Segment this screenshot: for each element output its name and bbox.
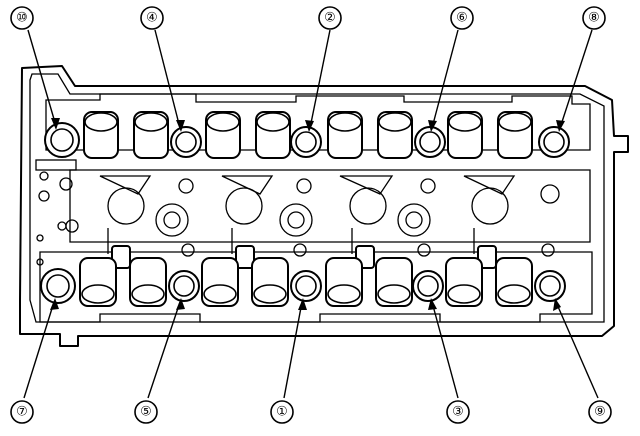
head-bolt-8: [538, 126, 570, 158]
lifter: [327, 111, 363, 159]
lifter: [83, 111, 119, 159]
head-bolt-6: [414, 126, 446, 158]
callout-10: ⑩: [10, 6, 34, 30]
lifter: [447, 111, 483, 159]
head-bolt-5: [168, 270, 200, 302]
lower-deck: [39, 251, 593, 323]
lifter: [255, 111, 291, 159]
callout-2: ②: [318, 6, 342, 30]
callouts-bottom: ⑦ ⑤ ① ③ ⑨: [10, 400, 612, 424]
leader-lines: [23, 29, 599, 399]
callout-6: ⑥: [450, 6, 474, 30]
head-bolt-1: [290, 270, 322, 302]
lifter: [201, 257, 239, 307]
cylinder-head-outline: [19, 65, 629, 347]
lifter: [251, 257, 289, 307]
svg-text:②: ②: [324, 11, 336, 26]
svg-text:⑧: ⑧: [588, 11, 600, 26]
callout-4: ④: [140, 6, 164, 30]
lower-lifter-row: [79, 257, 533, 307]
lifter: [377, 111, 413, 159]
callout-9: ⑨: [588, 400, 612, 424]
left-side-passages: [35, 159, 79, 266]
lifter: [445, 257, 483, 307]
lifter: [129, 257, 167, 307]
callout-5: ⑤: [134, 400, 158, 424]
combustion-area: [57, 169, 591, 257]
lifter: [495, 257, 533, 307]
head-bolt-9: [534, 270, 566, 302]
callout-3: ③: [446, 400, 470, 424]
pivot-posts: [107, 228, 497, 269]
svg-text:⑩: ⑩: [16, 11, 28, 26]
spark-plug-holes: [155, 184, 560, 237]
lifter: [375, 257, 413, 307]
svg-text:⑦: ⑦: [16, 405, 28, 420]
svg-text:①: ①: [276, 405, 288, 420]
callout-7: ⑦: [10, 400, 34, 424]
lifter: [79, 257, 117, 307]
svg-text:⑨: ⑨: [594, 405, 606, 420]
callout-1: ①: [270, 400, 294, 424]
lifter: [325, 257, 363, 307]
upper-deck: [45, 93, 591, 151]
callouts-top: ⑩ ④ ② ⑥ ⑧: [10, 6, 606, 30]
callout-8: ⑧: [582, 6, 606, 30]
head-bolt-4: [170, 126, 202, 158]
lifter: [497, 111, 533, 159]
svg-text:⑤: ⑤: [140, 405, 152, 420]
head-bolt-3: [412, 270, 444, 302]
lifter: [133, 111, 169, 159]
svg-text:④: ④: [146, 11, 158, 26]
svg-text:⑥: ⑥: [456, 11, 468, 26]
upper-lifter-row: [83, 111, 533, 159]
svg-text:③: ③: [452, 405, 464, 420]
head-bolt-10: [44, 122, 80, 158]
head-bolt-2: [290, 126, 322, 158]
lifter: [205, 111, 241, 159]
head-bolts-upper: [44, 122, 570, 158]
head-bolt-7: [40, 268, 76, 304]
head-bolts-lower: [40, 268, 566, 304]
